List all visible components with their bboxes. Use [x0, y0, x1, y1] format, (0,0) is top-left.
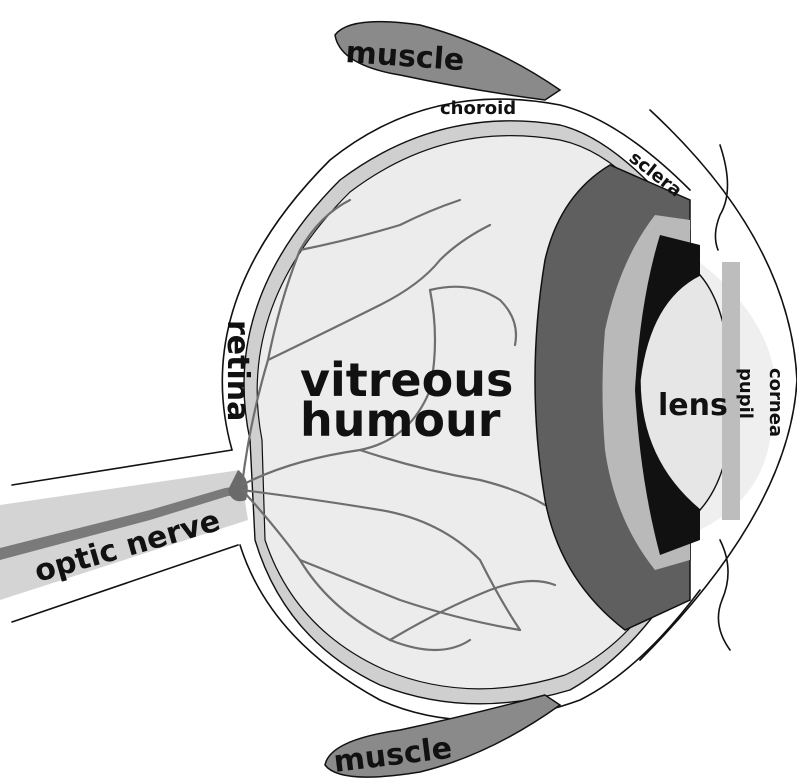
muscle-bottom-label: muscle	[332, 731, 454, 780]
muscle-bottom: muscle	[325, 695, 560, 780]
muscle-top: muscle	[335, 22, 560, 100]
humour-label: humour	[300, 393, 501, 447]
pupil-label: pupil	[735, 368, 756, 419]
choroid-label: choroid	[440, 98, 516, 119]
lens-label: lens	[658, 388, 728, 423]
cornea-label: cornea	[765, 368, 786, 437]
muscle-top-label: muscle	[344, 35, 465, 78]
retina-label: retina	[220, 320, 255, 421]
conjunctiva-top	[715, 145, 727, 250]
